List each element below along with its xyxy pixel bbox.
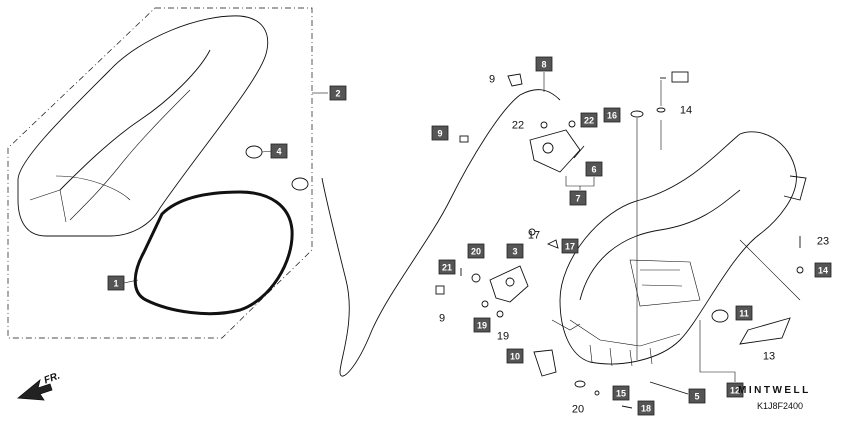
callout-5: 5: [688, 388, 706, 404]
callout-number: 22: [512, 120, 524, 132]
callout-20: 20: [572, 404, 584, 416]
callout-18: 18: [637, 400, 655, 416]
seat-damper-parts: [245, 145, 309, 191]
callout-number: 7: [575, 194, 580, 204]
callout-22: 22: [512, 120, 524, 132]
callout-number: 8: [541, 60, 546, 70]
callout-8: 8: [535, 56, 553, 72]
callout-16: 16: [603, 107, 621, 123]
callout-number: 1: [113, 279, 118, 289]
callout-9: 9: [431, 125, 449, 141]
callout-number: 9: [489, 74, 495, 86]
callout-number: 23: [817, 236, 829, 248]
callout-number: 4: [276, 147, 281, 157]
callout-number: 2: [335, 89, 340, 99]
callout-number: 11: [739, 309, 749, 319]
callout-number: 17: [528, 230, 540, 242]
callout-19: 19: [473, 317, 491, 333]
seat-lock-cable: [321, 89, 561, 377]
callout-14: 14: [814, 262, 832, 278]
callout-15: 15: [612, 385, 630, 401]
callout-21: 21: [438, 259, 456, 275]
callout-number: 14: [680, 105, 692, 117]
callout-10: 10: [506, 348, 524, 364]
callout-2: 2: [329, 85, 347, 101]
luggage-box: [551, 131, 807, 367]
callout-number: 13: [763, 351, 775, 363]
callout-number: 22: [584, 116, 594, 126]
seat-group-bracket: [7, 7, 313, 339]
callout-3: 3: [506, 243, 524, 259]
callout-11: 11: [735, 305, 753, 321]
callout-9: 9: [439, 313, 445, 325]
callout-6: 6: [585, 161, 603, 177]
callout-number: 9: [437, 129, 442, 139]
callout-14: 14: [680, 105, 692, 117]
callout-12: 12: [726, 382, 744, 398]
seat-seal: [133, 190, 294, 316]
callout-number: 15: [616, 389, 626, 399]
callout-number: 20: [471, 247, 481, 257]
callout-number: 6: [591, 165, 596, 175]
callout-number: 20: [572, 404, 584, 416]
callout-4: 4: [270, 143, 288, 159]
seat: [17, 15, 269, 237]
diagram-code: K1J8F2400: [757, 401, 804, 411]
callout-23: 23: [817, 236, 829, 248]
fastener-bolts: [574, 71, 804, 409]
callout-17: 17: [561, 238, 579, 254]
callout-number: 18: [641, 404, 651, 414]
callout-number: 19: [497, 331, 509, 343]
callout-9: 9: [489, 74, 495, 86]
callout-20: 20: [467, 243, 485, 259]
callout-number: 3: [512, 247, 517, 257]
callout-number: 5: [694, 392, 699, 402]
callout-number: 19: [477, 321, 487, 331]
hook-bracket: [435, 73, 559, 377]
callout-7: 7: [569, 190, 587, 206]
callout-number: 12: [730, 386, 740, 396]
callout-number: 21: [442, 263, 452, 273]
seat-lock-assembly: [529, 120, 595, 190]
callout-19: 19: [497, 331, 509, 343]
callout-number: 14: [818, 266, 828, 276]
callout-number: 17: [565, 242, 575, 252]
callout-22: 22: [580, 112, 598, 128]
brand-watermark: MINTWELL: [738, 385, 811, 396]
callout-number: 9: [439, 313, 445, 325]
callout-17: 17: [528, 230, 540, 242]
callout-13: 13: [763, 351, 775, 363]
front-direction-arrow: [16, 378, 53, 401]
callout-number: 10: [510, 352, 520, 362]
callout-number: 16: [607, 111, 617, 121]
callout-1: 1: [107, 275, 125, 291]
